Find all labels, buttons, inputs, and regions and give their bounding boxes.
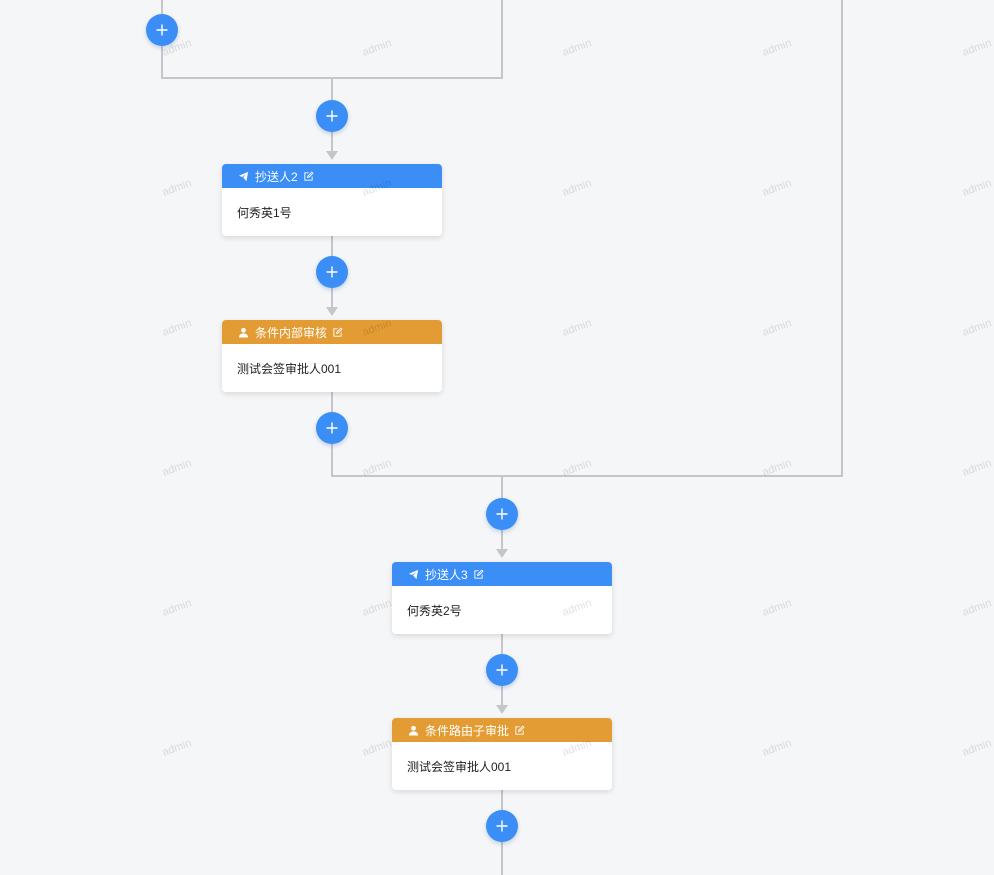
node-title: 抄送人2 [255,169,298,184]
watermark-text: admin [360,37,394,59]
node-body: 何秀英2号 [407,603,462,618]
approver-node[interactable]: 条件路由子审批 测试会签审批人001 [392,718,612,790]
watermark-text: admin [160,457,194,479]
watermark-text: admin [960,737,994,759]
add-node-button[interactable] [146,14,178,46]
watermark-text: admin [160,317,194,339]
node-body: 何秀英1号 [237,205,292,220]
node-header: 条件内部审核 [222,320,442,344]
plus-icon [326,266,338,278]
watermark-text: admin [560,37,594,59]
edit-icon[interactable] [303,170,314,182]
watermark-text: admin [760,37,794,59]
add-node-button[interactable] [486,498,518,530]
node-header: 抄送人3 [392,562,612,586]
approver-node[interactable]: 条件内部审核 测试会签审批人001 [222,320,442,392]
connector-arrow [326,307,338,316]
connector-arrow [496,705,508,714]
watermark-text: admin [160,737,194,759]
connector-arrow [326,151,338,160]
node-body: 测试会签审批人001 [237,361,342,376]
cc-node[interactable]: 抄送人2 何秀英1号 [222,164,442,236]
edit-icon[interactable] [473,568,484,580]
watermark-text: admin [960,317,994,339]
watermark-text: admin [760,737,794,759]
node-header: 条件路由子审批 [392,718,612,742]
node-header: 抄送人2 [222,164,442,188]
watermark-text: admin [560,177,594,199]
add-node-button[interactable] [316,412,348,444]
user-icon [408,725,419,736]
watermark-text: admin [960,457,994,479]
connector-line [501,0,503,79]
watermark-text: admin [760,177,794,199]
node-title: 条件路由子审批 [425,723,510,738]
plus-icon [496,508,508,520]
edit-icon[interactable] [332,326,343,338]
watermark-text: admin [960,37,994,59]
edit-icon[interactable] [514,724,525,736]
plus-icon [326,422,338,434]
watermark-text: admin [960,177,994,199]
add-node-button[interactable] [486,810,518,842]
plus-icon [496,820,508,832]
watermark-text: admin [360,737,394,759]
watermark-text: admin [160,177,194,199]
node-title: 条件内部审核 [255,325,328,340]
send-icon [238,171,249,182]
add-node-button[interactable] [316,256,348,288]
add-node-button[interactable] [316,100,348,132]
node-title: 抄送人3 [425,567,468,582]
plus-icon [156,24,168,36]
send-icon [408,569,419,580]
connector-arrow [496,549,508,558]
node-body: 测试会签审批人001 [407,759,512,774]
plus-icon [496,664,508,676]
connector-line [841,0,843,477]
watermark-text: admin [960,597,994,619]
add-node-button[interactable] [486,654,518,686]
cc-node[interactable]: 抄送人3 何秀英2号 [392,562,612,634]
watermark-text: admin [760,317,794,339]
user-icon [238,327,249,338]
watermark-text: admin [360,597,394,619]
watermark-text: admin [560,317,594,339]
watermark-text: admin [760,597,794,619]
plus-icon [326,110,338,122]
connector-line [331,475,843,477]
watermark-text: admin [160,597,194,619]
